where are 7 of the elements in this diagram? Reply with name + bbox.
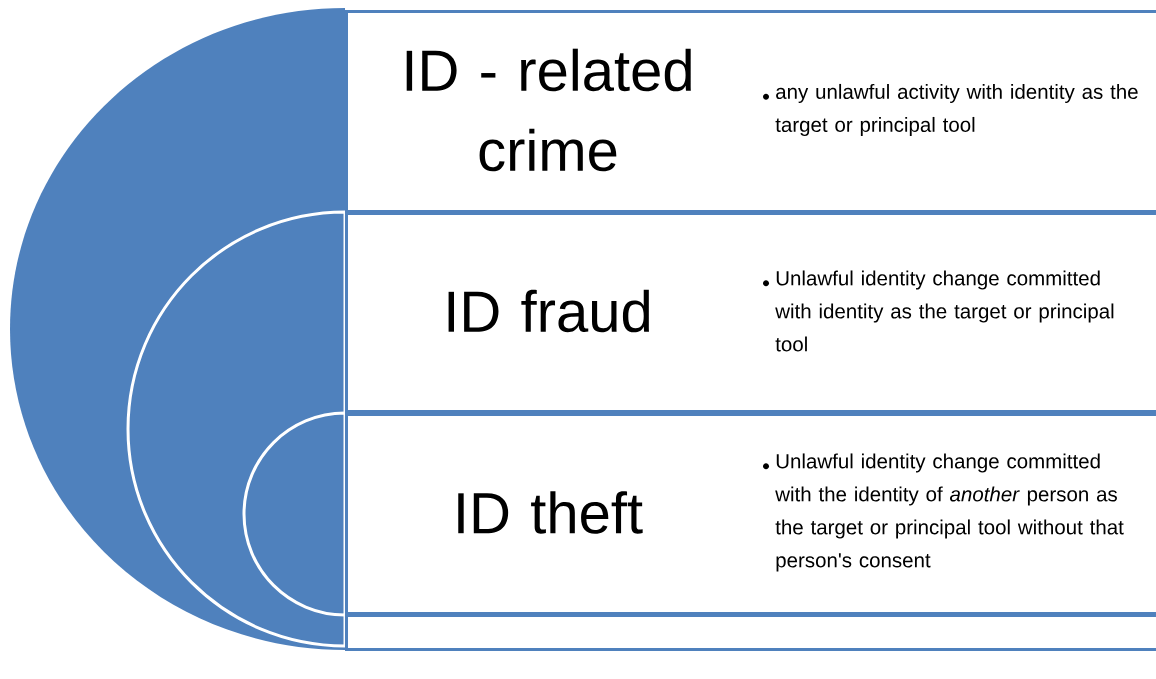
bullet-text: Unlawful identity change committed with identity as the target or principal tool [775, 270, 1114, 352]
bullet-text: Unlawful identity change committed with the identity of another person as the target or principal tool without that person's consent [775, 453, 1124, 572]
heading: ID theft [458, 491, 643, 534]
bullet-text: any unlawful activity with identity as the target or principal tool [775, 83, 1138, 137]
empty-band [345, 614, 1156, 651]
heading: ID - related crime [406, 48, 691, 172]
heading: ID fraud [448, 289, 649, 333]
